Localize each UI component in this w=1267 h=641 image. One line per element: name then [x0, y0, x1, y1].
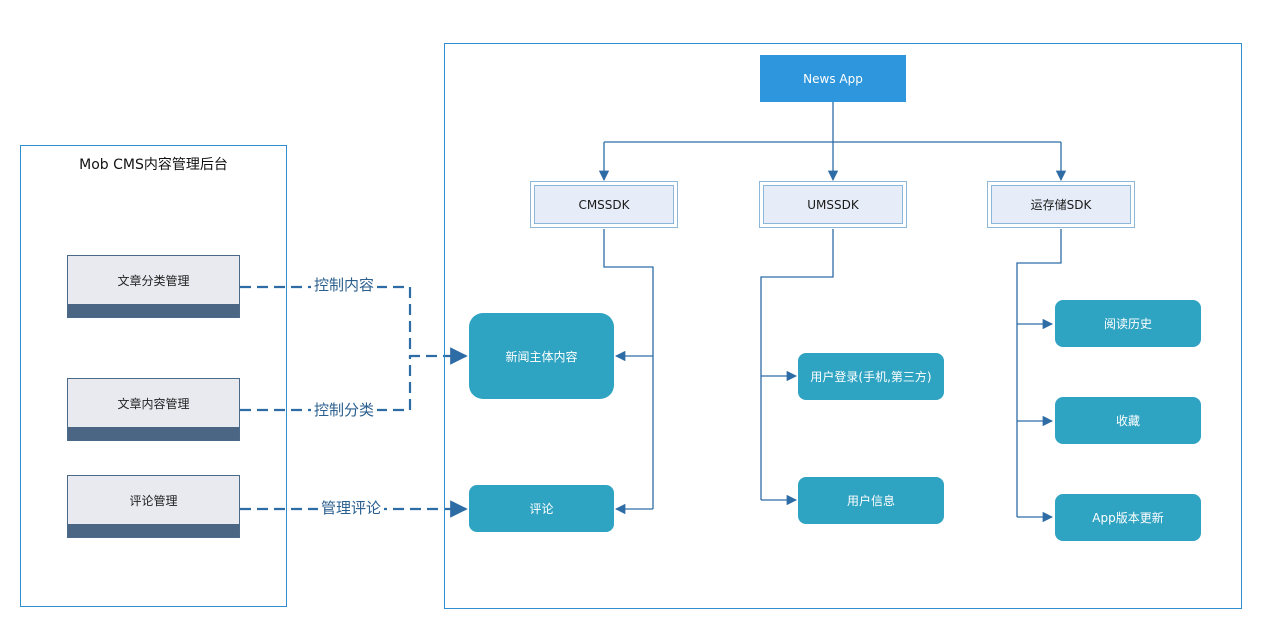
cms-admin-title: Mob CMS内容管理后台: [79, 157, 228, 173]
umssdk-node[interactable]: UMSSDK: [759, 181, 907, 228]
comment-node[interactable]: 评论: [469, 485, 614, 532]
user-login-node[interactable]: 用户登录(手机,第三方): [798, 353, 944, 400]
cmssdk-trunk: [603, 229, 654, 509]
news-app-node[interactable]: News App: [760, 55, 906, 102]
admin-item-label: 文章分类管理: [117, 273, 190, 288]
storage-sdk-node[interactable]: 运存储SDK: [987, 181, 1135, 228]
admin-item-article-content[interactable]: 文章内容管理: [67, 378, 240, 441]
cmssdk-node[interactable]: CMSSDK: [530, 181, 678, 228]
umssdk-trunk: [760, 229, 834, 500]
admin-item-bar: [68, 524, 239, 537]
admin-item-label: 文章内容管理: [117, 396, 190, 411]
admin-item-article-category[interactable]: 文章分类管理: [67, 255, 240, 318]
user-info-node[interactable]: 用户信息: [798, 477, 944, 524]
favorites-node[interactable]: 收藏: [1055, 397, 1201, 444]
reading-history-node[interactable]: 阅读历史: [1055, 300, 1201, 347]
edge-label-manage-comment: 管理评论: [318, 499, 385, 517]
edge-label-control-content: 控制内容: [311, 276, 378, 294]
news-body-node[interactable]: 新闻主体内容: [469, 313, 614, 399]
news-app-architecture-panel: [444, 43, 1242, 609]
admin-item-label: 评论管理: [129, 493, 178, 508]
admin-item-bar: [68, 304, 239, 317]
app-update-node[interactable]: App版本更新: [1055, 494, 1201, 541]
storage-trunk: [1016, 229, 1062, 517]
admin-item-comment[interactable]: 评论管理: [67, 475, 240, 538]
content-mgmt-dashed-edge: [240, 356, 412, 412]
admin-item-bar: [68, 427, 239, 440]
edge-label-control-category: 控制分类: [311, 401, 378, 419]
cms-admin-panel: Mob CMS内容管理后台: [20, 145, 287, 607]
